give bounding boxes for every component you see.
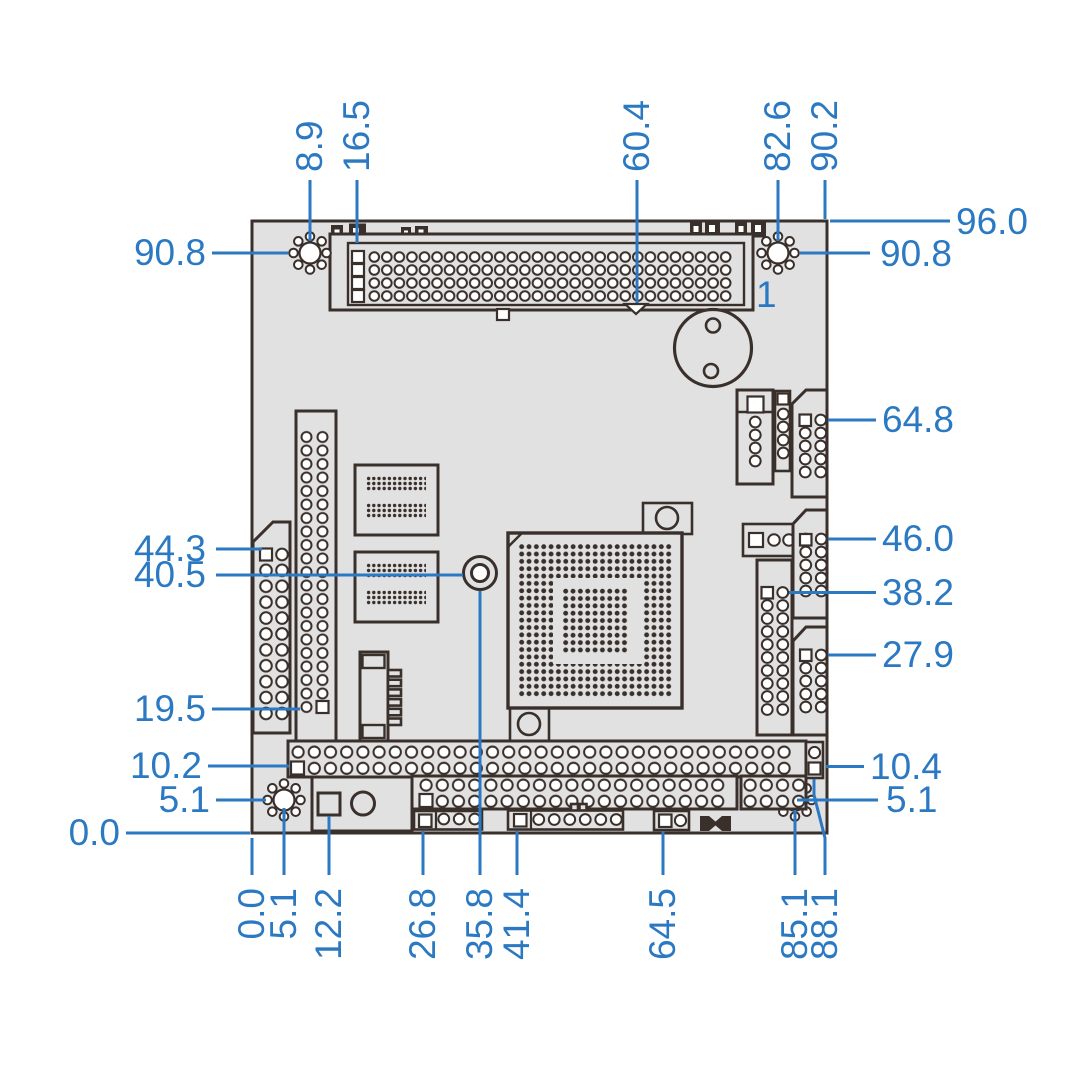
power-connector-group	[735, 388, 829, 499]
bottom-right-2pin-connector	[804, 740, 825, 780]
dim-label-left-4: 10.2	[130, 745, 202, 786]
dim-label-top-4: 90.2	[804, 100, 845, 172]
dim-label-left-2: 40.5	[134, 554, 206, 595]
dim-label-bottom-2: 12.2	[308, 888, 349, 960]
dim-label-bottom-4: 35.8	[459, 888, 500, 960]
ffc-connector	[358, 650, 403, 743]
dim-label-bottom-6: 64.5	[642, 888, 683, 960]
dimension-lines-bottom	[250, 591, 827, 875]
standoff-hole	[462, 555, 498, 591]
dim-label-left-6: 0.0	[69, 812, 120, 853]
bottom-edge-smd-component	[700, 816, 731, 831]
dim-label-left-1: 44.3	[134, 528, 206, 569]
dim-label-top-1: 16.5	[336, 100, 377, 172]
bottom-connector-7pin	[506, 809, 625, 831]
dim-label-bottom-3: 26.8	[402, 888, 443, 960]
dim-label-bottom-0: 0.0	[231, 888, 272, 939]
bottom-connector-4pin	[412, 809, 484, 831]
memory-chip-2	[353, 550, 440, 624]
dim-label-right-2: 64.8	[882, 399, 954, 440]
right-connector-27	[791, 625, 829, 737]
right-pin-header-38	[755, 558, 794, 737]
pin1-triangle-marker	[622, 302, 650, 316]
bottom-connector-2pin	[652, 809, 691, 832]
dim-label-bottom-7: 85.1	[774, 888, 815, 960]
dim-label-right-0: 96.0	[956, 201, 1028, 242]
dimension-lines-right	[789, 219, 950, 802]
bottom-pin-header-row1	[286, 739, 808, 779]
bottom-pin-header-row2	[410, 774, 739, 814]
dim-label-top-0: 8.9	[289, 121, 330, 172]
pin1-label: 1	[756, 274, 777, 315]
dim-label-right-5: 27.9	[882, 634, 954, 675]
dim-label-right-3: 46.0	[882, 518, 954, 559]
pc104-bus-connector	[328, 232, 755, 322]
dim-label-bottom-5: 41.4	[496, 888, 537, 960]
left-edge-connector	[251, 520, 292, 735]
dim-label-top-3: 82.6	[757, 100, 798, 172]
bottom-pin-header-row2-right	[739, 774, 808, 811]
dim-label-left-0: 90.8	[134, 232, 206, 273]
dim-label-top-2: 60.4	[616, 100, 657, 172]
memory-chip-1	[353, 463, 440, 537]
dim-label-left-3: 19.5	[134, 688, 206, 729]
dim-label-left-5: 5.1	[159, 779, 210, 820]
cpu-bga-socket	[506, 501, 694, 743]
dim-label-bottom-1: 5.1	[263, 888, 304, 939]
dim-label-bottom-8: 88.1	[804, 888, 845, 960]
dim-label-right-7: 5.1	[886, 779, 937, 820]
dimension-lines-top	[308, 180, 827, 303]
dim-label-right-6: 10.4	[870, 746, 942, 787]
dimension-lines-left	[126, 251, 463, 835]
dim-label-right-4: 38.2	[882, 572, 954, 613]
dim-label-right-1: 90.8	[880, 233, 952, 274]
dimension-labels: 90.8 44.3 40.5 19.5 10.2 5.1 0.0 96.0 90…	[69, 100, 1028, 960]
coin-battery	[672, 307, 754, 389]
bottom-left-component	[310, 775, 414, 833]
